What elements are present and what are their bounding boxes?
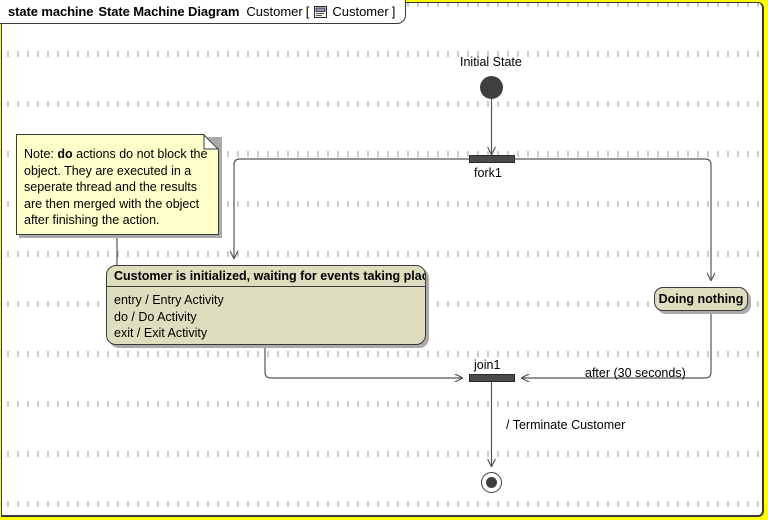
note-fold-icon	[203, 134, 219, 150]
transition-label-terminate-customer: / Terminate Customer	[506, 418, 626, 432]
class-object-icon	[313, 5, 328, 19]
note-do-actions[interactable]: Note: do actions do not block the object…	[16, 134, 222, 238]
state-entry-activity: entry / Entry Activity	[114, 293, 224, 307]
diagram-frame-header[interactable]: state machine State Machine Diagram Cust…	[0, 0, 407, 24]
fork-bar[interactable]	[469, 155, 515, 163]
edge-fork-to-doing-nothing	[515, 158, 711, 280]
transition-label-after-30-seconds: after (30 seconds)	[585, 366, 686, 380]
note-line1-suffix: actions do not block the	[72, 147, 208, 161]
note-line-2: object. They are executed in a	[24, 163, 192, 178]
note-line1-prefix: Note:	[24, 147, 58, 161]
state-do-activity: do / Do Activity	[114, 309, 197, 324]
edge-doing-nothing-to-join	[522, 313, 712, 378]
state-title: Customer is initialized, waiting for eve…	[107, 266, 425, 287]
note-line1-bold: do	[57, 147, 73, 161]
note-text: Note: do actions do not block the object…	[24, 146, 210, 229]
final-state-outer-circle	[481, 472, 502, 493]
fork-label: fork1	[474, 166, 502, 180]
state-doing-nothing[interactable]: Doing nothing	[654, 287, 751, 314]
state-body: Customer is initialized, waiting for eve…	[106, 265, 426, 345]
initial-state-label: Initial State	[460, 55, 522, 69]
frame-name-label: Customer	[246, 4, 303, 19]
note-body	[16, 134, 219, 235]
state-activity-compartment: entry / Entry Activity do / Do Activity …	[107, 287, 425, 342]
final-state[interactable]	[481, 472, 502, 493]
edge-customer-to-join	[264, 347, 462, 378]
state-body: Doing nothing	[654, 287, 748, 311]
frame-type-label: State Machine Diagram	[98, 4, 240, 19]
edge-fork-to-customer	[234, 158, 469, 258]
state-label: Doing nothing	[658, 292, 744, 306]
initial-state[interactable]	[480, 76, 503, 99]
state-customer-initialized[interactable]: Customer is initialized, waiting for eve…	[106, 265, 429, 348]
initial-state-circle	[480, 76, 503, 99]
frame-bracket-close: ]	[391, 4, 396, 19]
final-state-inner-circle	[486, 477, 497, 488]
join-bar[interactable]	[469, 374, 515, 382]
state-exit-activity: exit / Exit Activity	[114, 326, 208, 340]
frame-kind-label: state machine	[8, 4, 94, 19]
frame-bracket-open: [	[305, 4, 310, 19]
note-line-4: are then merged with the object	[24, 196, 200, 211]
note-line-5: after finishing the action.	[24, 213, 160, 227]
frame-classifier-label: Customer	[332, 4, 389, 19]
note-line-1: Note: do actions do not block the	[24, 146, 210, 163]
join-label: join1	[474, 358, 501, 372]
note-line-3: seperate thread and the results	[24, 180, 198, 194]
